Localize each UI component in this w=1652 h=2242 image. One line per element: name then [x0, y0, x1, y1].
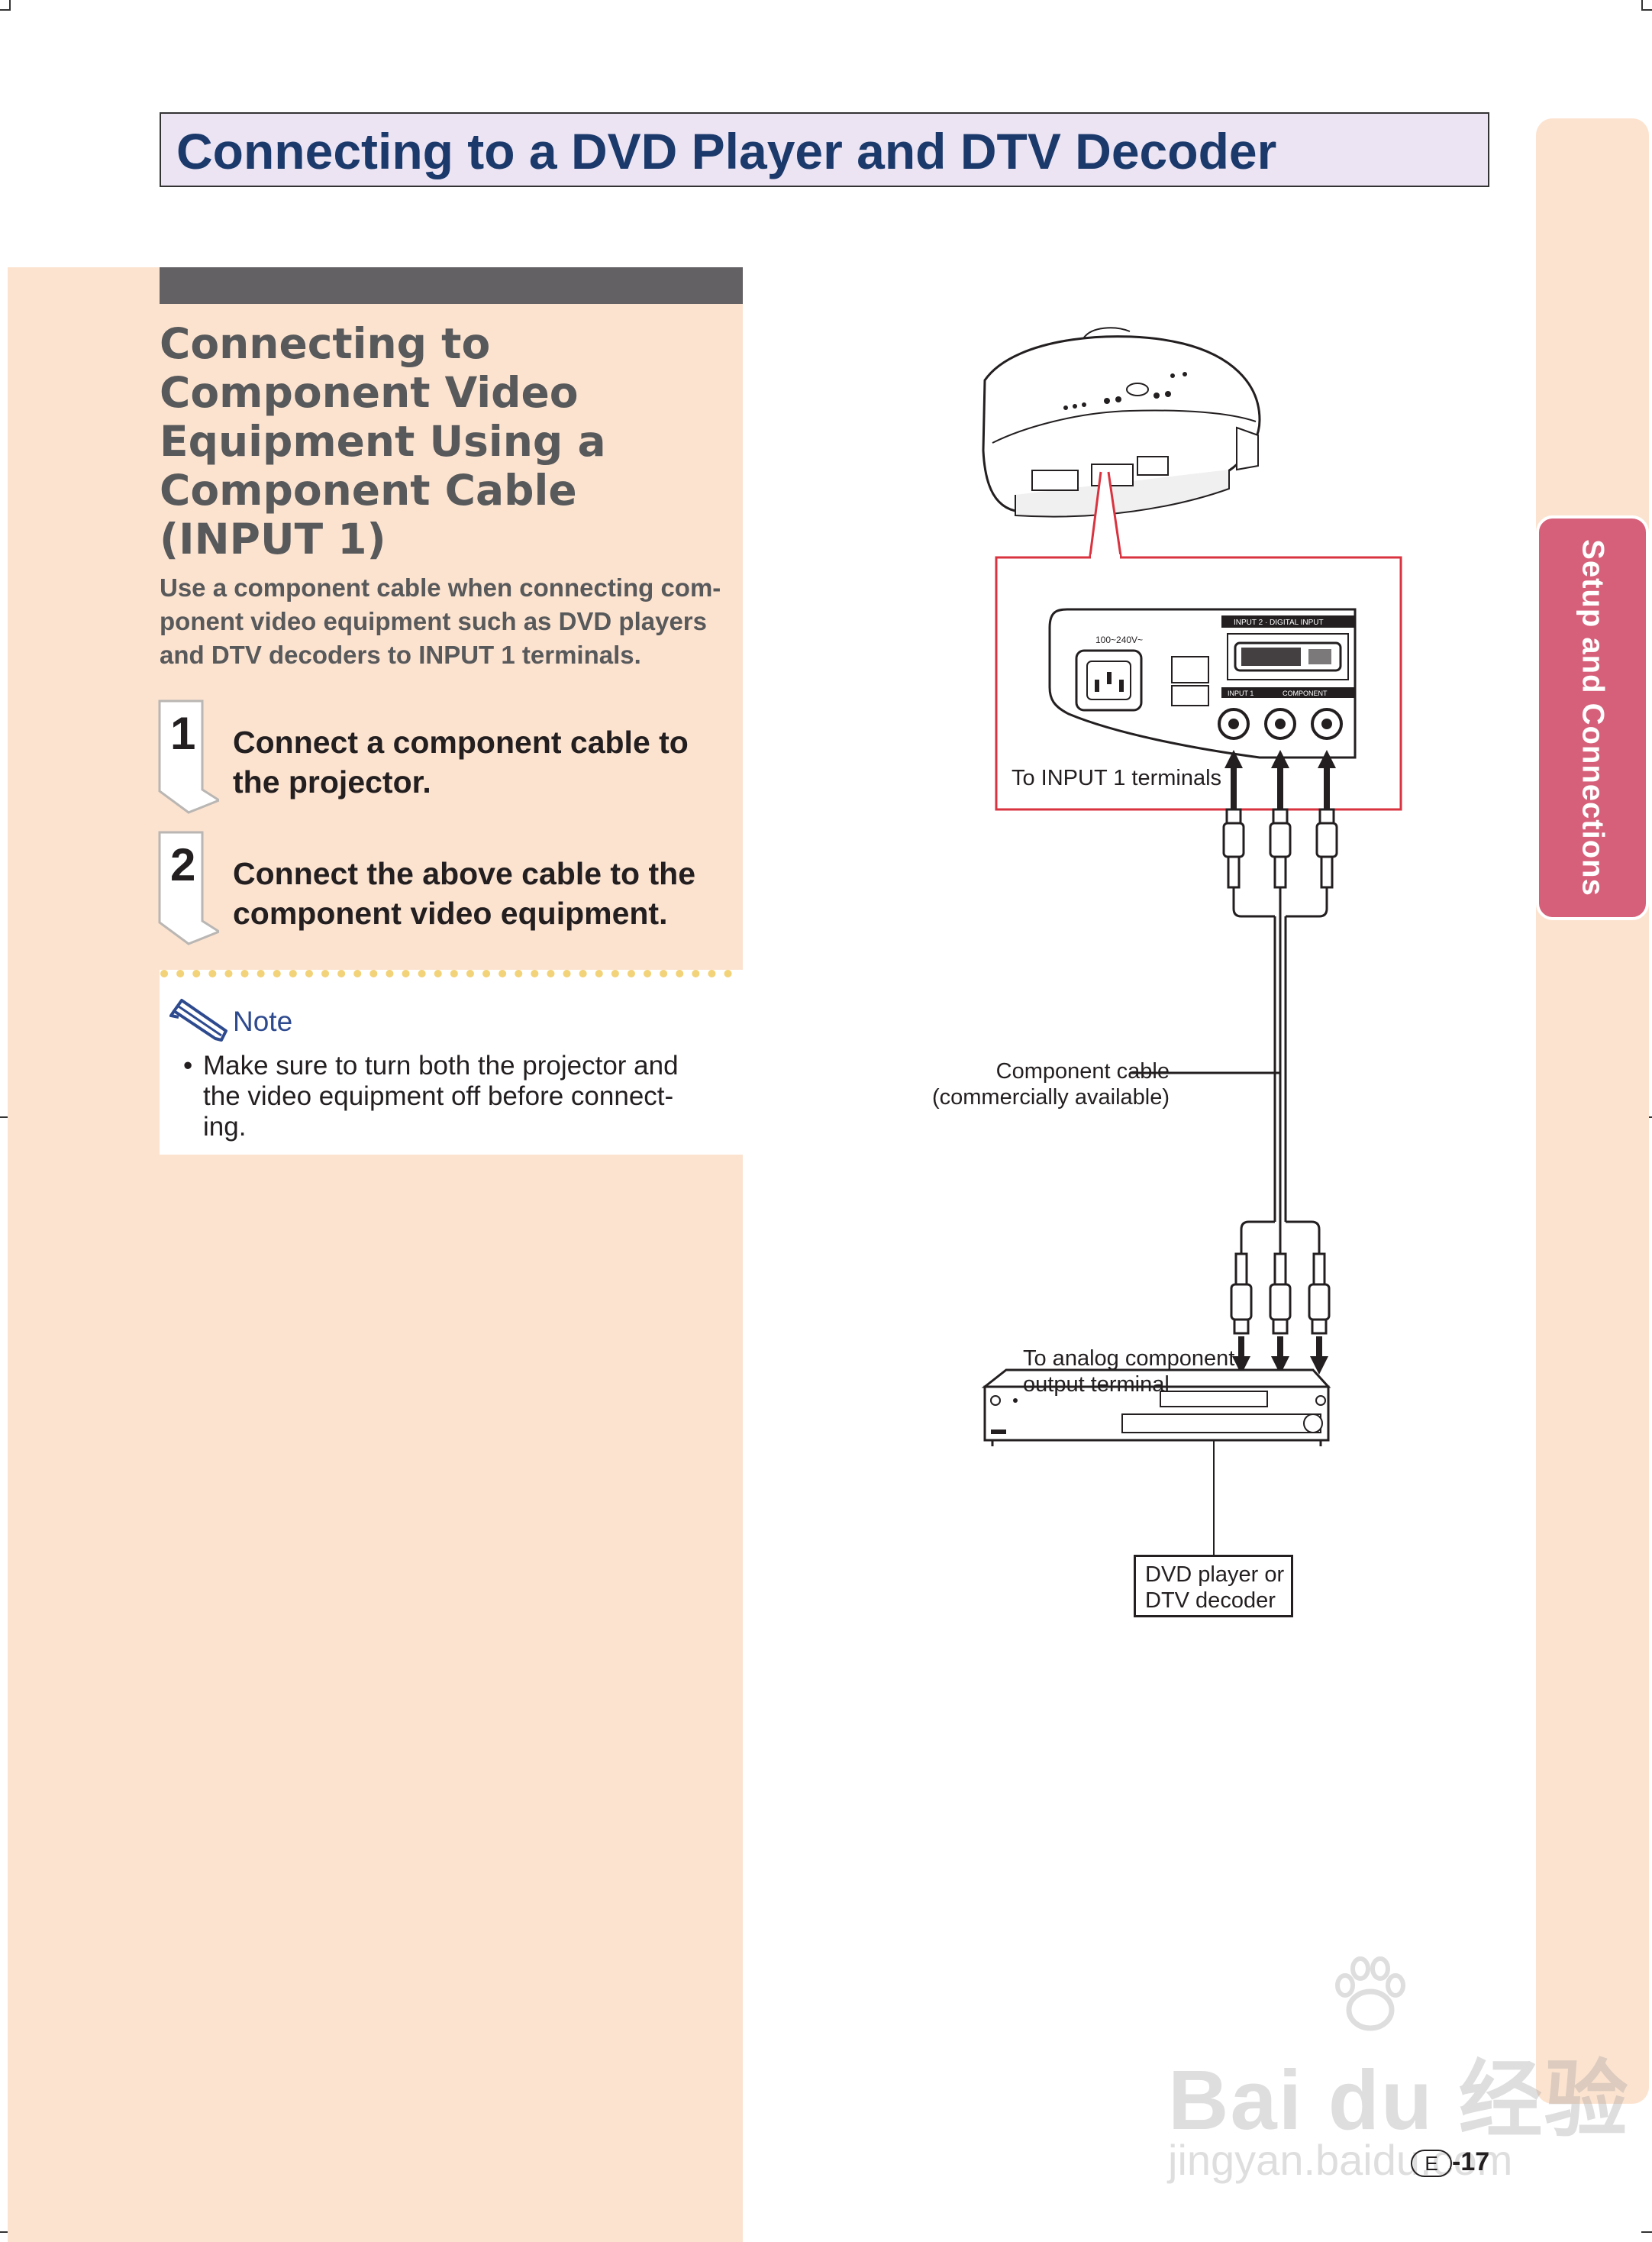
connection-diagram: 100~240V~ INPUT 2 · DIGITAL INPUT INPUT …	[981, 327, 1402, 1555]
page-number-value: -17	[1452, 2147, 1490, 2176]
step-line: Connect the above cable to the	[233, 856, 695, 891]
terminal-panel: 100~240V~ INPUT 2 · DIGITAL INPUT INPUT …	[1048, 608, 1357, 759]
step-2-text: Connect the above cable to the component…	[233, 854, 737, 933]
rca-plug-icon	[1222, 808, 1338, 889]
heading-line: Component Video	[160, 368, 579, 417]
output-label-line: output terminal	[1023, 1372, 1170, 1397]
note-line: the video equipment off before connect-	[203, 1081, 674, 1111]
step-2-tab-icon	[158, 831, 219, 945]
device-label-line: DTV decoder	[1145, 1588, 1276, 1613]
output-terminal-label: To analog component output terminal	[1023, 1346, 1234, 1397]
callout-gap	[1091, 554, 1120, 560]
page-title: Connecting to a DVD Player and DTV Decod…	[176, 123, 1277, 179]
heading-line: (INPUT 1)	[160, 515, 386, 564]
step-line: component video equipment.	[233, 896, 668, 931]
note-line: ing.	[203, 1112, 247, 1142]
crop-mark	[1641, 9, 1652, 11]
section-header-bar	[160, 267, 743, 304]
instruction-panel	[8, 267, 743, 2242]
heading-line: Component Cable	[160, 466, 577, 515]
crop-mark	[1641, 0, 1643, 11]
note-label: Note	[233, 1006, 293, 1037]
intro-line: Use a component cable when connecting co…	[160, 573, 721, 602]
watermark-brand: Bai du 经验	[1168, 2053, 1630, 2147]
step-line: Connect a component cable to	[233, 725, 689, 760]
projector-illustration	[982, 327, 1261, 518]
input2-label: INPUT 2 · DIGITAL INPUT	[1234, 619, 1324, 627]
cable-label: Component cable (commercially available)	[916, 1058, 1170, 1110]
crop-mark	[0, 9, 11, 11]
intro-line: and DTV decoders to INPUT 1 terminals.	[160, 641, 641, 669]
bullet-marker: •	[183, 1051, 193, 1081]
note-divider	[160, 970, 743, 977]
crop-mark	[1641, 2231, 1652, 2233]
crop-mark	[9, 0, 11, 11]
cable-label-line: (commercially available)	[931, 1085, 1170, 1110]
device-label-line: DVD player or	[1145, 1562, 1285, 1587]
section-tab: Setup and Connections	[1536, 515, 1649, 920]
pencil-icon	[169, 999, 227, 1042]
dvd-player-illustration	[981, 1368, 1331, 1555]
arrow-up-icon	[1224, 750, 1336, 809]
side-strip	[1536, 118, 1649, 2104]
section-tab-label: Setup and Connections	[1576, 539, 1610, 896]
heading-line: Equipment Using a	[160, 417, 606, 466]
section-intro: Use a component cable when connecting co…	[160, 571, 732, 672]
cable-label-line: Component cable	[995, 1059, 1170, 1084]
intro-line: ponent video equipment such as DVD playe…	[160, 607, 707, 635]
step-2-number: 2	[170, 839, 196, 890]
watermark-url: jingyan.baidu.com	[1168, 2136, 1513, 2184]
crop-mark	[0, 1116, 11, 1118]
output-label-line: To analog component	[1023, 1346, 1235, 1371]
component-cable	[1130, 887, 1328, 1254]
device-label-box: DVD player or DTV decoder	[1134, 1555, 1293, 1617]
input-terminal-label: To INPUT 1 terminals	[1012, 766, 1222, 790]
heading-line: Connecting to	[160, 319, 491, 368]
input1-label: INPUT 1	[1228, 690, 1254, 697]
arrow-down-icon	[1232, 1336, 1328, 1375]
rca-jack-icon	[1218, 708, 1343, 740]
watermark: Bai du 经验 jingyan.baidu.com	[1168, 1955, 1628, 2184]
callout-frame	[995, 556, 1402, 811]
step-1-number: 1	[170, 708, 196, 759]
step-1-tab-icon	[158, 699, 219, 814]
page-title-banner: Connecting to a DVD Player and DTV Decod…	[160, 112, 1489, 187]
rca-plug-icon	[1230, 1252, 1331, 1335]
section-heading: Connecting to Component Video Equipment …	[160, 319, 709, 564]
voltage-label: 100~240V~	[1095, 635, 1143, 645]
language-circle-icon: E	[1411, 2150, 1452, 2178]
page-number: E-17	[1411, 2147, 1490, 2178]
note-line: Make sure to turn both the projector and	[203, 1051, 679, 1081]
crop-mark	[0, 2231, 11, 2233]
paw-icon	[1335, 1956, 1405, 2031]
note-box	[160, 970, 743, 1155]
step-1-text: Connect a component cable to the project…	[233, 722, 737, 802]
component-label: COMPONENT	[1283, 690, 1328, 697]
step-line: the projector.	[233, 764, 431, 800]
note-text: • Make sure to turn both the projector a…	[183, 1051, 718, 1142]
